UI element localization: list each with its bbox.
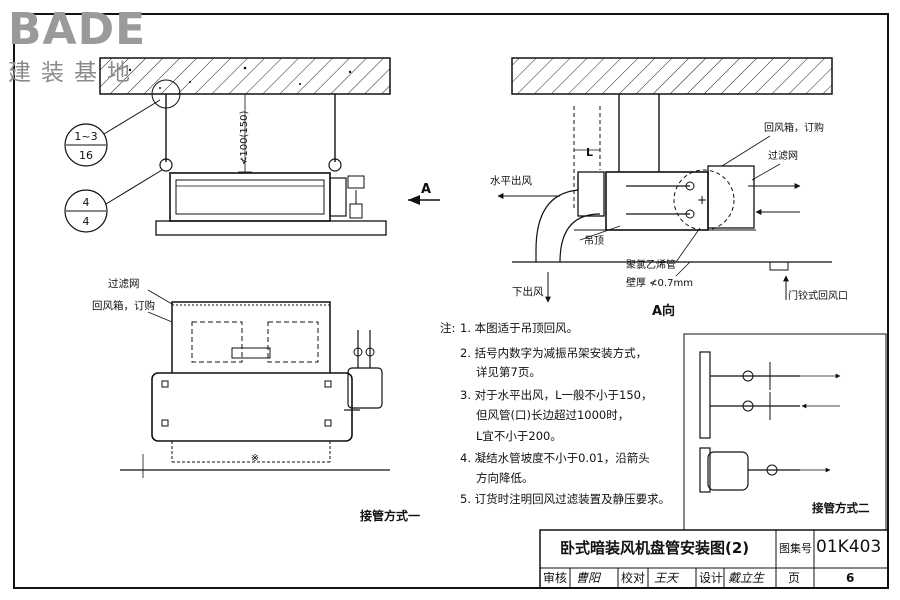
svg-text:+: +: [697, 193, 707, 207]
svg-text:※: ※: [251, 453, 259, 464]
slab-aggregate: [128, 66, 352, 89]
page-label: 页: [788, 571, 801, 585]
balloon-upper-bottom: 16: [79, 149, 93, 162]
balloon-lower-bottom: 4: [82, 215, 90, 228]
fan-coil-unit-view-a: [605, 171, 709, 231]
caption-view-a: A向: [652, 304, 676, 319]
note-line: 5. 订货时注明回风过滤装置及静压要求。: [460, 492, 671, 506]
atlas-number: 01K403: [816, 537, 882, 557]
note-line: 1. 本图适于吊顶回风。: [460, 321, 579, 335]
watermark-brand: BADE: [8, 4, 147, 55]
page-number: 6: [846, 571, 855, 585]
watermark-subtitle: 建装基地: [8, 60, 140, 86]
dimension-label: ≮100(150): [239, 110, 250, 165]
note-line: 但风管(口)长边超过1000时，: [476, 408, 630, 422]
caption-connection-2: 接管方式二: [812, 501, 870, 515]
label-horizontal-outlet: 水平出风: [490, 175, 532, 187]
note-line: 详见第7页。: [476, 365, 541, 379]
drawing-title: 卧式暗装风机盘管安装图(2): [560, 539, 750, 557]
right-ceiling-slab: [511, 57, 833, 95]
note-line: 3. 对于水平出风，L一般不小于150，: [460, 388, 653, 402]
detail-circle: [151, 79, 181, 109]
title-block-frame: [539, 529, 889, 589]
label-return-box-left: 回风箱，订购: [92, 300, 155, 312]
label-insulation: 聚氯乙烯管: [626, 260, 676, 271]
return-air-box: [171, 301, 331, 375]
balloon-upper-top: 1~3: [74, 130, 98, 143]
atlas-label: 图集号: [779, 542, 812, 555]
reviewer-name: 曹阳: [576, 571, 601, 585]
note-line: 4. 凝结水管坡度不小于0.01，沿箭头: [460, 451, 650, 465]
view-arrow-label: A: [421, 182, 432, 197]
note-line: 方向降低。: [476, 471, 534, 485]
sheet-border: [13, 13, 889, 589]
watermark-logo: BADE 建装基地: [8, 4, 146, 87]
left-front-view: ※: [120, 289, 390, 478]
balloon-lower-top: 4: [82, 196, 90, 209]
label-hanger: 吊顶: [584, 236, 604, 247]
label-filter-left: 过滤网: [108, 278, 140, 290]
label-return-box-right: 回风箱，订购: [764, 123, 824, 134]
caption-connection-1: 接管方式一: [360, 509, 421, 523]
checker-name: 王天: [654, 571, 679, 585]
fan-coil-unit-front: [151, 372, 353, 442]
design-label: 设计: [699, 571, 724, 585]
note-line: L宜不小于200。: [476, 429, 562, 443]
label-door-return: 门铰式回风口: [788, 291, 848, 302]
suspended-ceiling: [155, 220, 387, 236]
label-filter-right: 过滤网: [768, 151, 798, 162]
fan-coil-unit-side: [169, 172, 331, 222]
left-elevation: [64, 57, 440, 236]
notes-heading: 注:: [440, 321, 456, 335]
check-label: 校对: [621, 571, 646, 585]
label-wall-thickness: 壁厚 ≮0.7mm: [626, 278, 693, 289]
label-L: L: [586, 146, 594, 159]
review-label: 审核: [543, 571, 568, 585]
designer-name: 戴立生: [728, 571, 765, 585]
note-line: 2. 括号内数字为减振吊架安装方式，: [460, 346, 648, 360]
label-bottom-outlet: 下出风: [512, 286, 544, 298]
view-a: +: [497, 57, 833, 303]
view-arrow-icon: [408, 195, 420, 205]
